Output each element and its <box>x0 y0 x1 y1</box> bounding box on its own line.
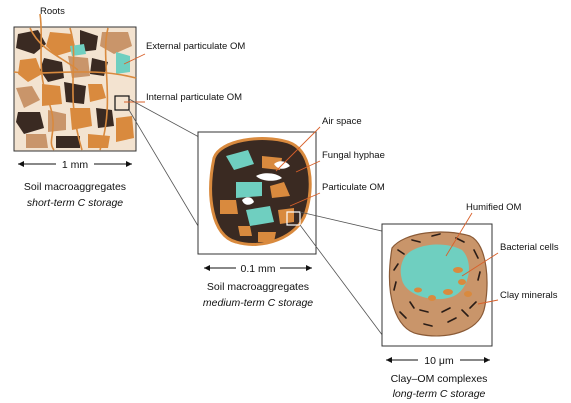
panel3-subtitle: long-term C storage <box>393 388 486 400</box>
internal-particulate-om-label: Internal particulate OM <box>146 92 242 103</box>
external-particulate-om-label: External particulate OM <box>146 41 245 52</box>
particulate-om-label: Particulate OM <box>322 182 385 193</box>
scale-0-1mm: 0.1 mm <box>240 263 275 275</box>
scale-10um: 10 μm <box>424 355 454 367</box>
clay-om-panel <box>382 224 492 346</box>
fungal-hyphae-label: Fungal hyphae <box>322 150 385 161</box>
zoom-line-2b <box>300 225 386 340</box>
macroaggregate-panel <box>14 14 136 151</box>
air-space-label: Air space <box>322 116 362 127</box>
scale-1mm: 1 mm <box>62 159 89 171</box>
panel1-title: Soil macroaggregates <box>24 181 126 193</box>
clay-minerals-label: Clay minerals <box>500 290 558 301</box>
panel2-subtitle: medium-term C storage <box>203 297 313 309</box>
roots-label: Roots <box>40 6 65 17</box>
panel2-title: Soil macroaggregates <box>207 281 309 293</box>
panel3-title: Clay–OM complexes <box>391 373 488 385</box>
aggregate-panel <box>198 132 316 254</box>
panel1-subtitle: short-term C storage <box>27 197 123 209</box>
humified-om-label: Humified OM <box>466 202 522 213</box>
bacterial-cells-label: Bacterial cells <box>500 242 559 253</box>
